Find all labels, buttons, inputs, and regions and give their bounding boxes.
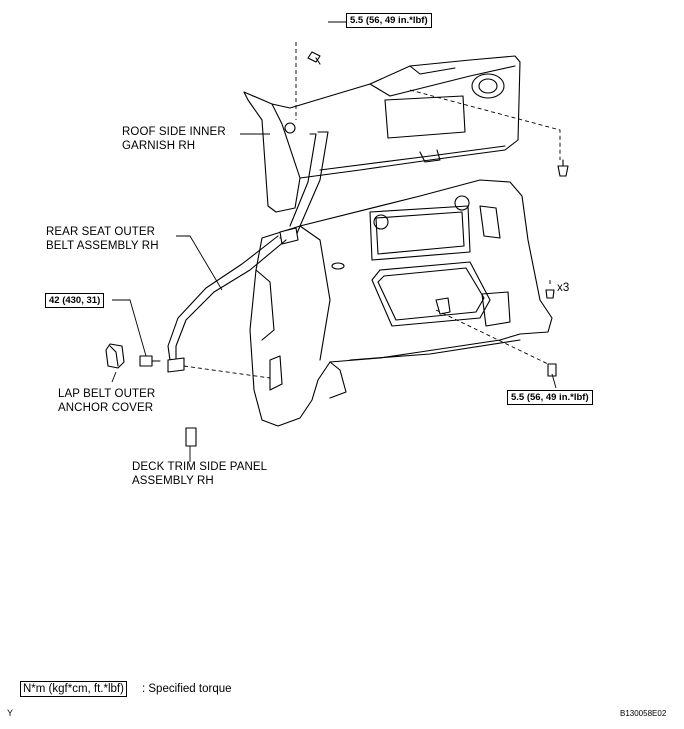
lap-belt-anchor-cover-part [105, 343, 125, 369]
alignment-lines [183, 42, 561, 379]
clip-right-top [557, 159, 569, 177]
quantity-x3: x3 [557, 282, 570, 294]
label-rear-seat-outer-belt: REAR SEAT OUTER BELT ASSEMBLY RH [46, 226, 159, 252]
label-roof-side-inner-garnish: ROOF SIDE INNER GARNISH RH [122, 126, 226, 152]
rear-seat-outer-belt-part [167, 131, 329, 447]
bolt-top [307, 51, 321, 65]
torque-spec-left: 42 (430, 31) [45, 293, 105, 308]
legend-specified-torque: : Specified torque [142, 683, 232, 695]
clip-x3 [545, 289, 555, 299]
torque-spec-top: 5.5 (56, 49 in.*lbf) [346, 13, 432, 28]
figure-code: B130058E02 [620, 709, 667, 718]
legend-torque-unit: N*m (kgf*cm, ft.*lbf) [20, 681, 127, 697]
deck-trim-side-panel-part [249, 179, 553, 427]
roof-side-inner-garnish-part [243, 55, 521, 213]
bolt-lap-anchor [139, 355, 161, 367]
corner-letter: Y [7, 708, 14, 718]
label-lap-belt-outer-anchor-cover: LAP BELT OUTER ANCHOR COVER [58, 388, 156, 414]
bolt-right-bottom [547, 363, 557, 377]
torque-spec-right: 5.5 (56, 49 in.*lbf) [507, 390, 593, 405]
label-deck-trim-side-panel: DECK TRIM SIDE PANEL ASSEMBLY RH [132, 461, 268, 487]
leader-lines [111, 21, 557, 462]
